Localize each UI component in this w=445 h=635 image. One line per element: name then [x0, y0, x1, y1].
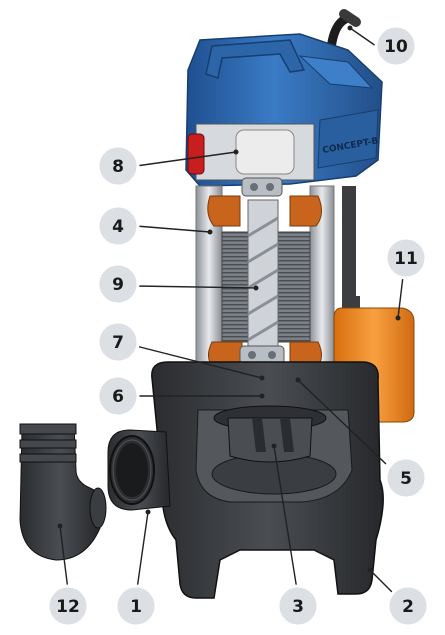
svg-text:7: 7 [112, 333, 124, 353]
svg-text:3: 3 [292, 597, 304, 617]
callout-2: 2 [386, 584, 430, 628]
svg-text:4: 4 [112, 217, 124, 237]
svg-text:6: 6 [112, 387, 124, 407]
vortex-impeller [213, 405, 327, 463]
callout-9: 9 [96, 262, 140, 306]
callout-3: 3 [276, 584, 320, 628]
callout-7: 7 [96, 320, 140, 364]
pump-body [151, 361, 384, 599]
upper-bearing [241, 177, 283, 197]
svg-text:10: 10 [384, 37, 408, 57]
elbow-fitting [19, 423, 107, 561]
svg-text:8: 8 [112, 157, 124, 177]
lower-bearing [239, 345, 285, 365]
svg-text:9: 9 [112, 275, 124, 295]
svg-text:5: 5 [400, 469, 412, 489]
svg-text:1: 1 [130, 597, 142, 617]
svg-text:2: 2 [402, 597, 414, 617]
callout-10: 10 [374, 24, 418, 68]
callout-5: 5 [384, 456, 428, 500]
svg-text:12: 12 [56, 597, 80, 617]
callout-4: 4 [96, 204, 140, 248]
callout-8: 8 [96, 144, 140, 188]
callout-1: 1 [114, 584, 158, 628]
discharge-outlet [107, 429, 171, 511]
motor-cover: CONCEPT-B [185, 33, 383, 187]
callout-11: 11 [384, 236, 428, 280]
svg-text:11: 11 [394, 249, 418, 269]
callout-12: 12 [46, 584, 90, 628]
callout-6: 6 [96, 374, 140, 418]
